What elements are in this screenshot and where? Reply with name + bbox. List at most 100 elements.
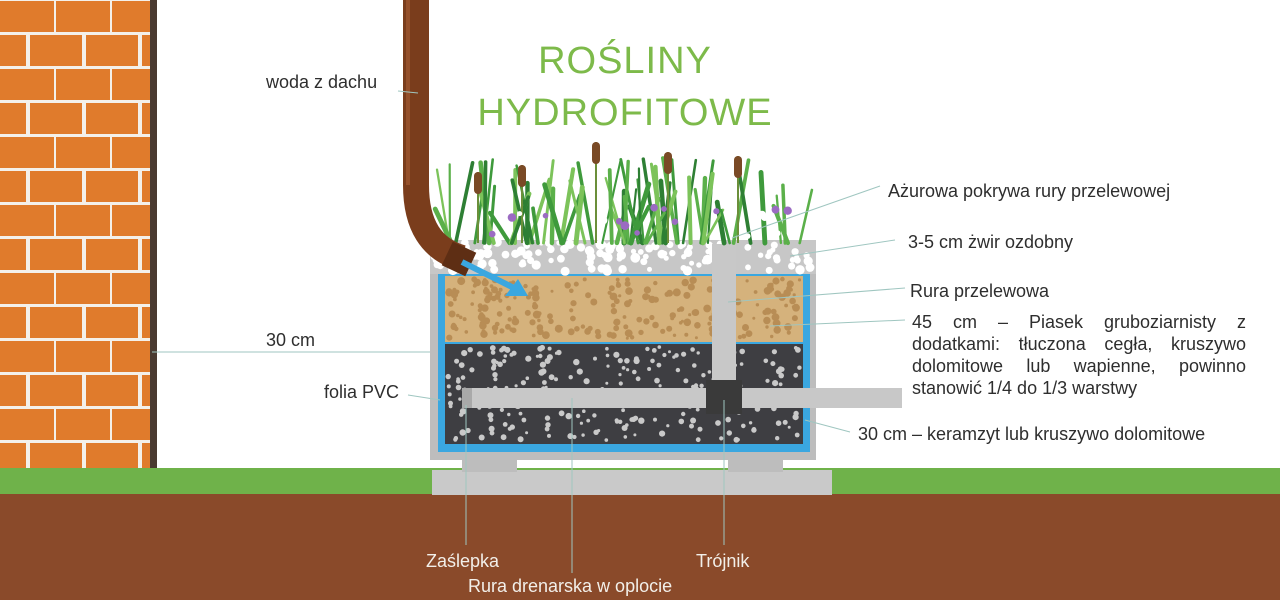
plant-leaf xyxy=(604,176,626,245)
sand-grain xyxy=(791,305,795,309)
sand-grain xyxy=(587,325,593,331)
flower xyxy=(757,210,767,219)
brick-wall xyxy=(0,0,155,470)
keramzyt-stone xyxy=(681,351,687,357)
keramzyt-stone xyxy=(690,347,695,352)
keramzyt-stone xyxy=(765,378,770,383)
gravel-stone xyxy=(805,263,815,272)
keramzyt-stone xyxy=(736,438,740,442)
keramzyt-stone xyxy=(469,367,475,373)
sand-grain xyxy=(531,333,536,338)
keramzyt-stone xyxy=(576,368,583,375)
flower xyxy=(671,218,679,225)
sand-grain xyxy=(585,292,592,299)
title-line-1: ROŚLINY xyxy=(538,40,712,82)
keramzyt-stone xyxy=(517,436,524,443)
gravel-stone xyxy=(745,264,751,271)
plant-leaf xyxy=(714,199,727,246)
sand-grain xyxy=(615,282,622,288)
keramzyt-stone xyxy=(489,430,495,436)
keramzyt-stone xyxy=(696,351,700,355)
sand-grain xyxy=(629,335,635,340)
keramzyt-stone xyxy=(659,430,666,437)
keramzyt-stone xyxy=(794,432,800,438)
keramzyt-stone xyxy=(739,348,745,355)
keramzyt-stone xyxy=(604,438,609,442)
flower xyxy=(620,221,630,231)
sand-grain xyxy=(569,288,574,294)
plant-leaf xyxy=(641,157,658,245)
keramzyt-stone xyxy=(487,412,494,419)
keramzyt-stone xyxy=(793,410,799,417)
gravel-stone xyxy=(557,254,565,263)
sand-grain xyxy=(542,331,550,339)
gravel-stone xyxy=(531,260,541,270)
sand-grain xyxy=(643,286,652,294)
keramzyt-stone xyxy=(459,412,464,417)
sand-grain xyxy=(672,333,677,337)
flower xyxy=(507,213,517,222)
plant-leaf xyxy=(731,158,751,245)
gravel-stone xyxy=(791,248,799,256)
gravel-stone xyxy=(705,249,711,255)
plant-leaf xyxy=(670,158,680,245)
keramzyt-stone xyxy=(492,363,497,368)
gravel-stone xyxy=(773,256,781,264)
sand-grain xyxy=(737,335,743,340)
keramzyt-stone xyxy=(488,425,495,432)
sand-grain xyxy=(669,312,676,319)
sand-grain xyxy=(483,317,491,325)
flower xyxy=(774,230,781,237)
sand-grain xyxy=(480,330,488,338)
keramzyt-stone xyxy=(492,372,498,378)
gravel-stone xyxy=(744,244,752,251)
gravel-stone xyxy=(789,257,796,263)
keramzyt-stone xyxy=(493,377,498,382)
keramzyt-stone xyxy=(662,352,667,358)
keramzyt-stone xyxy=(491,358,497,365)
keramzyt-stone xyxy=(707,370,712,374)
sand-grain xyxy=(493,330,498,335)
flower xyxy=(542,212,549,219)
sand-grain xyxy=(642,293,650,301)
keramzyt-stone xyxy=(658,384,662,388)
keramzyt-stone xyxy=(501,345,507,352)
sand-grain xyxy=(610,333,616,339)
gravel-stone xyxy=(560,266,570,276)
keramzyt-stone xyxy=(770,361,776,367)
sand-grain xyxy=(482,287,490,295)
sand-grain xyxy=(660,328,666,334)
gravel-stone xyxy=(647,266,652,272)
foundation-slab xyxy=(432,470,832,495)
label-overflow-pipe: Rura przelewowa xyxy=(910,281,1050,301)
gravel-stone xyxy=(683,248,693,257)
sand-grain xyxy=(510,327,517,334)
keramzyt-stone xyxy=(518,411,523,416)
keramzyt-stone xyxy=(547,433,551,438)
sand-grain xyxy=(624,280,631,287)
sand-grain xyxy=(638,329,644,336)
sand-grain xyxy=(574,326,580,332)
sand-grain xyxy=(569,308,574,313)
keramzyt-stone xyxy=(621,408,625,413)
sand-grains xyxy=(445,276,802,341)
gravel-stone xyxy=(795,265,805,275)
keramzyt-stone xyxy=(618,373,622,377)
sand-grain xyxy=(615,277,620,282)
keramzyt-stone xyxy=(467,347,473,353)
gravel-stone xyxy=(630,248,637,254)
sand-grain xyxy=(462,317,467,322)
label-tee: Trójnik xyxy=(696,551,750,571)
sand-grain xyxy=(580,324,586,329)
keramzyt-stone xyxy=(503,354,508,358)
cattail-head xyxy=(474,172,482,194)
plant-leaf xyxy=(758,170,768,246)
label-pvc-foil: folia PVC xyxy=(324,382,400,402)
sand-grain xyxy=(752,316,756,320)
sand-grain xyxy=(484,296,491,304)
keramzyt-stone xyxy=(726,430,732,436)
sand-grain xyxy=(582,277,587,282)
container-foot-left xyxy=(462,458,517,472)
keramzyt-stone xyxy=(544,385,548,389)
sand-grain xyxy=(564,282,571,289)
